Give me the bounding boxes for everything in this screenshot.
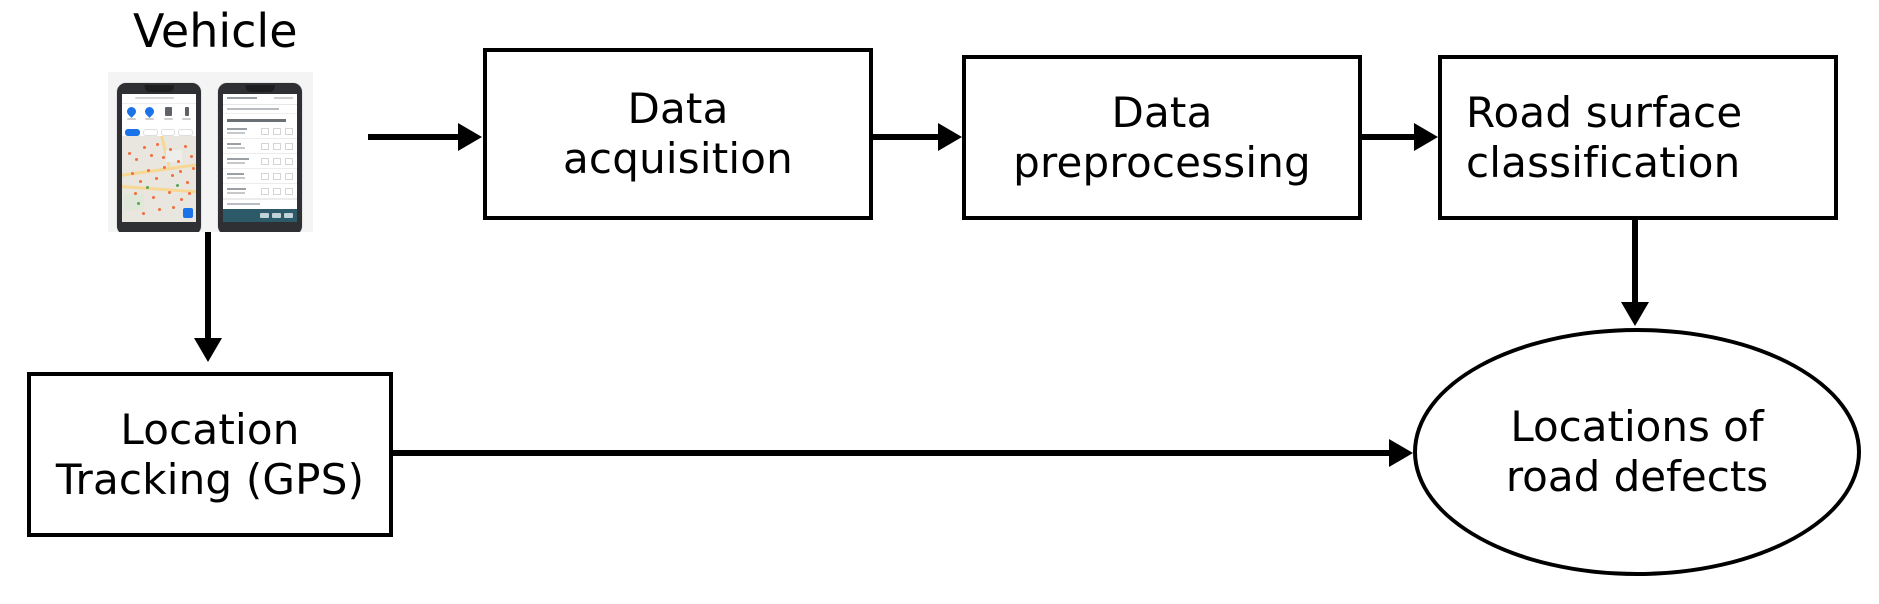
list-row bbox=[223, 124, 297, 140]
map-filter-chips bbox=[122, 128, 196, 136]
phone-list-screen bbox=[223, 94, 297, 222]
node-location-tracking-line1: Location bbox=[120, 404, 300, 454]
connector-vehicle-to-data-acquisition-arrowhead bbox=[458, 123, 482, 151]
node-locations-line2: road defects bbox=[1505, 452, 1769, 501]
map-chip-selected bbox=[125, 128, 140, 136]
list-app-title bbox=[223, 113, 297, 125]
map-fab-icon bbox=[183, 208, 193, 218]
list-row bbox=[223, 184, 297, 200]
node-data-acquisition[interactable]: Data acquisition bbox=[483, 48, 873, 220]
list-app-toolbar bbox=[223, 94, 297, 105]
list-row bbox=[223, 169, 297, 185]
list-app-rows bbox=[223, 124, 297, 200]
list-app-action-bar bbox=[223, 209, 297, 222]
connector-acquisition-to-preprocessing-line bbox=[873, 134, 941, 140]
node-location-tracking[interactable]: Location Tracking (GPS) bbox=[27, 372, 393, 537]
map-chip-4 bbox=[178, 128, 193, 136]
map-category-icons bbox=[122, 104, 196, 128]
connector-location-tracking-to-locations-line bbox=[393, 450, 1393, 456]
node-data-acquisition-line1: Data bbox=[627, 84, 729, 134]
connector-vehicle-to-data-acquisition-line bbox=[368, 134, 460, 140]
map-canvas bbox=[122, 136, 196, 222]
node-road-surface-classification-line1: Road surface bbox=[1466, 87, 1743, 137]
list-action-icon-3 bbox=[284, 213, 293, 219]
node-data-preprocessing-line2: preprocessing bbox=[1013, 137, 1311, 187]
node-road-surface-classification-line2: classification bbox=[1466, 137, 1741, 187]
map-icon-pin-2 bbox=[143, 105, 157, 120]
list-action-icon-2 bbox=[272, 213, 281, 219]
connector-location-tracking-to-locations-arrowhead bbox=[1389, 439, 1413, 467]
node-location-tracking-line2: Tracking (GPS) bbox=[55, 454, 365, 504]
vehicle-label: Vehicle bbox=[133, 4, 298, 58]
phone-notch-icon bbox=[245, 85, 275, 92]
list-action-icon-1 bbox=[260, 213, 269, 219]
connector-classification-to-locations-line bbox=[1632, 220, 1638, 306]
phone-map-device bbox=[117, 83, 201, 232]
map-chip-3 bbox=[160, 128, 176, 136]
list-app-footer bbox=[223, 199, 297, 210]
node-data-preprocessing-line1: Data bbox=[1111, 87, 1213, 137]
phone-map-screen bbox=[122, 94, 196, 222]
map-icon-filter bbox=[181, 107, 193, 120]
map-chip-2 bbox=[142, 128, 158, 136]
node-data-acquisition-line2: acquisition bbox=[563, 134, 793, 183]
list-row bbox=[223, 154, 297, 170]
node-locations-of-road-defects[interactable]: Locations of road defects bbox=[1413, 328, 1861, 576]
vehicle-phones-photo bbox=[108, 72, 313, 232]
phone-notch-icon bbox=[144, 85, 174, 92]
list-row bbox=[223, 139, 297, 155]
phone-list-device bbox=[218, 83, 302, 232]
connector-acquisition-to-preprocessing-arrowhead bbox=[938, 123, 962, 151]
connector-preprocessing-to-classification-line bbox=[1362, 134, 1418, 140]
connector-classification-to-locations-arrowhead bbox=[1621, 302, 1649, 326]
node-locations-line1: Locations of bbox=[1510, 402, 1764, 452]
connector-vehicle-to-location-tracking-line bbox=[205, 232, 211, 340]
connector-preprocessing-to-classification-arrowhead bbox=[1414, 123, 1438, 151]
connector-vehicle-to-location-tracking-arrowhead bbox=[194, 338, 222, 362]
map-icon-pin-1 bbox=[124, 105, 138, 120]
list-app-subheader bbox=[223, 104, 297, 114]
map-search-bar bbox=[122, 94, 196, 104]
node-road-surface-classification[interactable]: Road surface classification bbox=[1438, 55, 1838, 220]
map-icon-list bbox=[162, 107, 174, 120]
node-data-preprocessing[interactable]: Data preprocessing bbox=[962, 55, 1362, 220]
